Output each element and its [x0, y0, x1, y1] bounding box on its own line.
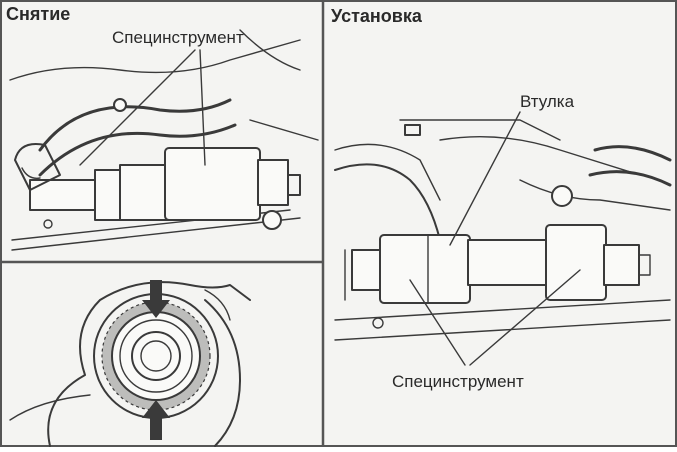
bushing-section-panel	[9, 280, 251, 447]
installation-title: Установка	[331, 6, 423, 26]
installation-tool-label: Специнструмент	[392, 372, 524, 391]
installation-bushing-label: Втулка	[520, 92, 575, 111]
removal-title: Снятие	[6, 4, 70, 24]
removal-panel: Снятие Специнструмент	[6, 4, 319, 251]
installation-panel: Установка Втулка Специнструмент	[331, 6, 672, 391]
removal-tool-label: Специнструмент	[112, 28, 244, 47]
removal-illustration	[9, 29, 319, 251]
installation-illustration	[334, 111, 672, 366]
